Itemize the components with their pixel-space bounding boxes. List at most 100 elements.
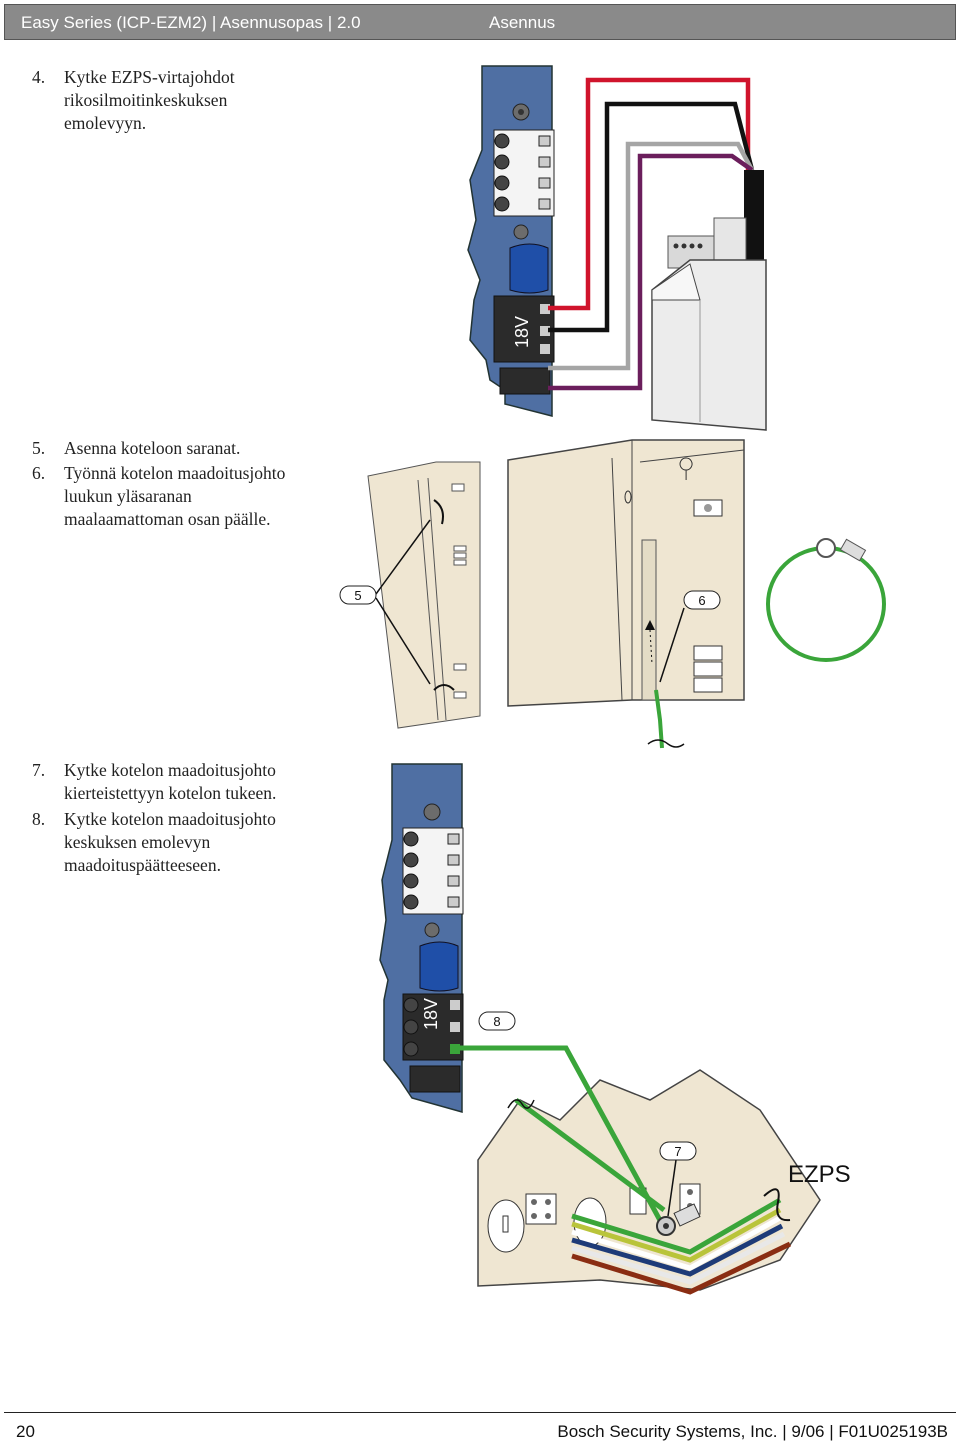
step-line: rikosilmoitinkeskuksen [64,90,228,110]
knockout-slot [502,1215,509,1233]
terminal-screw [403,831,419,847]
ground-terminal [409,1065,461,1093]
ring-terminal-icon [816,538,836,558]
wire-break-icon [763,1188,791,1222]
callout-7-bubble [659,1141,697,1161]
terminal-18v-label: 18V [421,998,441,1030]
stud-center [663,1223,669,1229]
ezps-wire-light [571,1231,786,1285]
callout-leader [659,607,685,683]
ezps-wire-white [571,1215,782,1271]
ezps-wire-green [571,1197,782,1255]
step-line: maadoituspäätteeseen. [64,855,221,875]
step-line: Työnnä kotelon maadoitusjohto [64,463,286,483]
wire-black [548,101,755,333]
ezps-wire-blue [571,1223,784,1277]
cabinet-hole [624,490,632,504]
callout-5-bubble [339,585,377,605]
ring-terminal-icon [673,1203,701,1227]
terminal-slot [447,875,460,887]
callout-leader [667,1159,677,1217]
mounting-screw-icon [424,922,440,938]
wire-break-icon [507,1099,535,1109]
knockout-slot [693,661,723,677]
terminal-screws [494,133,551,212]
cabinet-edge [639,449,745,463]
wire-red [548,77,751,311]
callout-5-label: 5 [354,588,361,603]
wire-bundle [744,170,764,264]
standoff-hole [545,1213,551,1219]
step-line: keskuksen emolevyn [64,832,211,852]
step-line: Kytke EZPS-virtajohdot [64,67,235,87]
step-line: kierteistettyyn kotelon tukeen. [64,783,277,803]
header-doc: Asennusopas [220,13,324,32]
step-number: 8. [32,809,46,829]
cabinet-edge [611,457,623,701]
page-header: Easy Series (ICP-EZM2) | Asennusopas | 2… [4,4,956,40]
ezps-wire-brown [571,1241,792,1295]
terminal-slot [540,304,550,314]
terminal-slot [540,326,550,336]
ground-wire-to-panel [452,1045,665,1226]
figure-ground-connection: 18V EZPS 8 [379,763,851,1295]
mounting-screw-icon [513,224,529,240]
terminal-screw [403,1019,419,1035]
ground-wire-short [654,689,664,749]
terminal-screw [403,1041,419,1057]
step-line: Kytke kotelon maadoitusjohto [64,809,276,829]
terminal-slot [540,344,550,354]
standoff-block [525,1193,557,1225]
terminal-slot [447,854,460,866]
figure-hinge-ground: 5 6 [339,439,886,749]
door-edge [427,477,447,721]
standoff-hole [687,1189,693,1195]
step-line: Kytke kotelon maadoitusjohto [64,760,276,780]
callout-leader [375,597,431,685]
screw-center [518,109,524,115]
callout-7-label: 7 [674,1144,681,1159]
terminal-slot [447,896,460,908]
wire-purple [548,153,754,391]
step-line: emolevyyn. [64,113,147,133]
ground-terminal [499,367,551,395]
ezps-wire-yellow [571,1207,782,1263]
terminal-screw [403,997,419,1013]
terminal-screw [403,894,419,910]
header-title: Easy Series (ICP-EZM2) | Asennusopas | 2… [21,13,361,32]
blue-connector [419,941,459,992]
callout-8-bubble [478,1011,516,1031]
footer-docnum: F01U025193B [838,1422,948,1441]
blue-connector [509,243,549,294]
wire-gray [548,141,754,371]
door-edge [417,479,439,721]
page-number: 20 [16,1422,35,1441]
figure-power-wiring: 18V [467,65,767,431]
terminal-slot [450,1000,460,1010]
keyhole-icon [679,457,693,480]
footer-company: Bosch Security Systems, Inc. [557,1422,778,1441]
step-number: 5. [32,438,46,458]
up-arrow-icon [645,620,655,630]
header-product: Easy Series (ICP-EZM2) [21,13,208,32]
header-section: Asennus [489,13,556,32]
step-line: maalaamattoman osan päälle. [64,509,271,529]
terminal-18v-label: 18V [512,316,532,348]
enclosure-door-side [367,461,481,729]
knockout-slot [693,677,723,693]
callout-8-label: 8 [493,1014,500,1029]
hinge-top-arrow-icon [433,499,444,525]
callout-leader [375,519,431,595]
crimp-terminal-icon [839,538,867,562]
step-number: 7. [32,760,46,780]
footer-divider [4,1412,956,1413]
hinge-slot [453,691,467,699]
callout-6-label: 6 [698,593,705,608]
terminal-screw [403,873,419,889]
standoff-hole [531,1199,537,1205]
terminal-slot [450,1022,460,1032]
step-number: 6. [32,463,46,483]
ezps-power-supply [651,217,767,431]
ezps-label: EZPS [788,1161,851,1188]
